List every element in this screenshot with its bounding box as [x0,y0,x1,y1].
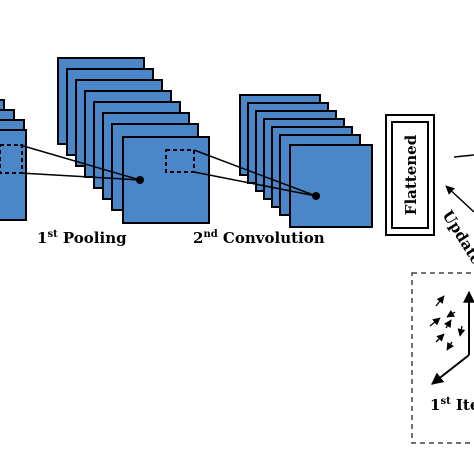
connector-lines-1 [19,144,144,184]
flattened-label: Flattened [402,134,420,215]
first-convolution-window [0,144,23,174]
first-convolution-stack [0,99,27,221]
iteration-panel: 1st Iter [411,272,474,444]
first-pooling-stack [57,57,210,224]
connector-lines-2 [193,149,320,200]
second-convolution-label: 2nd Convolution [193,229,325,247]
flattened-box: Flattened [385,114,435,236]
update-arrows: Update [439,154,474,268]
second-convolution-stack [239,94,373,228]
connection-point-1 [136,176,144,184]
first-pooling-label: 1st Pooling [37,229,127,247]
first-pooling-window [165,149,195,173]
vector-arrows [429,295,466,351]
update-label: Update [439,207,474,268]
connection-point-2 [312,192,320,200]
first-iteration-label: 1st Iter [430,396,474,414]
